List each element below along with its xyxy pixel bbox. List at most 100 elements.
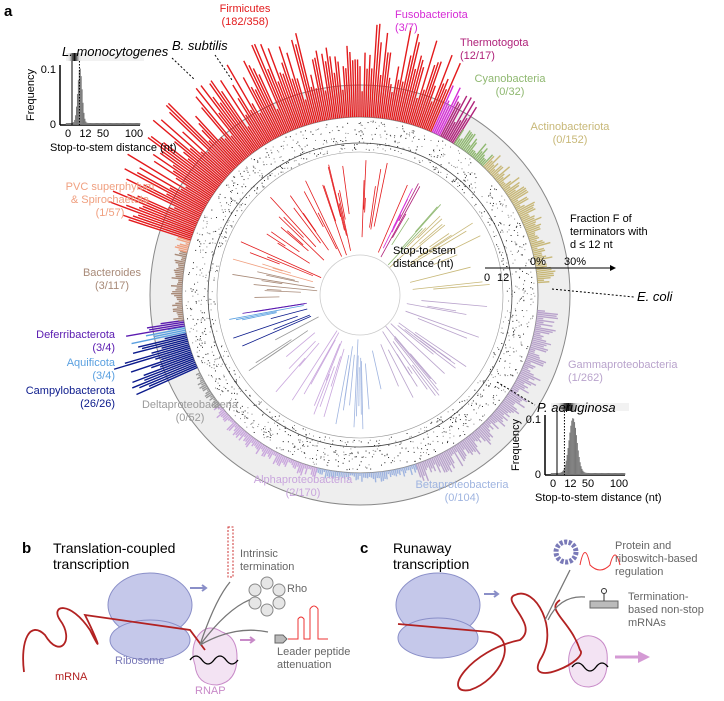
distance-heat-strip — [103, 53, 105, 61]
clade-bar — [174, 141, 224, 183]
density-dot — [526, 293, 528, 295]
clade-bar — [407, 66, 425, 124]
tree-branch — [406, 227, 427, 248]
density-dot — [228, 220, 230, 222]
clade-bar — [176, 238, 190, 244]
clade-bar — [436, 87, 461, 136]
density-dot — [302, 445, 304, 447]
density-dot — [262, 161, 264, 163]
clade-bar — [208, 140, 236, 169]
histogram-bar — [77, 80, 79, 125]
density-dot — [202, 333, 204, 335]
clade-bar — [513, 196, 528, 206]
histogram-bar — [616, 473, 618, 475]
density-dot — [451, 180, 453, 182]
clade-bar — [441, 103, 461, 138]
density-dot — [341, 145, 343, 147]
clade-bar — [319, 468, 322, 475]
density-dot — [477, 393, 479, 395]
density-dot — [201, 272, 203, 274]
density-dot — [396, 127, 398, 129]
histogram-bar — [552, 472, 554, 475]
density-dot — [272, 146, 274, 148]
density-dot — [346, 444, 348, 446]
density-dot — [247, 417, 249, 419]
dna-helix — [571, 662, 609, 672]
density-dot — [312, 461, 314, 463]
clade-bar — [275, 453, 281, 463]
density-dot — [378, 443, 380, 445]
inner-tick: 0 — [484, 272, 490, 284]
density-dot — [372, 449, 374, 451]
tree-branch — [393, 338, 440, 396]
density-dot — [469, 173, 471, 175]
density-dot — [506, 231, 508, 233]
tree-branch — [285, 332, 316, 357]
density-dot — [353, 144, 355, 146]
density-dot — [467, 179, 469, 181]
clade-count: (3/4) — [92, 370, 115, 382]
clade-bar — [511, 387, 519, 393]
density-dot — [211, 346, 213, 348]
density-dot — [214, 370, 216, 372]
clade-bar — [401, 467, 406, 477]
clade-bar — [139, 167, 207, 207]
clade-bar — [185, 242, 190, 246]
density-dot — [385, 145, 387, 147]
density-dot — [430, 422, 432, 424]
clade-bar — [479, 425, 491, 438]
histogram-bar — [580, 466, 582, 475]
clade-bar — [379, 471, 383, 482]
density-dot — [323, 456, 325, 458]
clade-count: (3/4) — [92, 342, 115, 354]
histogram-bar — [88, 122, 90, 125]
density-dot — [323, 139, 325, 141]
density-dot — [427, 443, 429, 445]
clade-bar — [410, 40, 438, 125]
density-dot — [361, 456, 363, 458]
clade-bar — [354, 59, 357, 118]
density-dot — [492, 366, 494, 368]
density-dot — [222, 237, 224, 239]
clade-bar — [169, 111, 233, 173]
density-dot — [234, 182, 236, 184]
density-dot — [483, 211, 485, 213]
density-dot — [524, 249, 526, 251]
clade-bar — [165, 104, 234, 171]
clade-bar — [187, 158, 221, 185]
histogram-bar — [561, 472, 563, 475]
density-dot — [214, 242, 216, 244]
density-dot — [466, 425, 468, 427]
density-dot — [468, 419, 470, 421]
clade-bar — [290, 459, 293, 464]
density-dot — [439, 156, 441, 158]
density-dot — [195, 302, 197, 304]
clade-bar — [127, 153, 209, 204]
clade-count: (2/170) — [286, 487, 321, 499]
density-dot — [420, 451, 422, 453]
density-dot — [401, 447, 403, 449]
density-dot — [202, 317, 204, 319]
density-dot — [249, 174, 251, 176]
density-dot — [496, 244, 498, 246]
histogram-bar — [114, 123, 116, 125]
tree-branch — [408, 230, 467, 266]
arrow-head-icon — [610, 265, 616, 271]
density-dot — [192, 342, 194, 344]
density-dot — [261, 414, 263, 416]
density-dot — [468, 185, 470, 187]
density-dot — [532, 315, 534, 317]
density-dot — [394, 141, 396, 143]
density-dot — [301, 149, 303, 151]
clade-bar — [532, 249, 546, 254]
density-dot — [363, 456, 365, 458]
density-dot — [433, 151, 435, 153]
density-dot — [367, 122, 369, 124]
density-dot — [447, 411, 449, 413]
density-dot — [221, 346, 223, 348]
density-dot — [200, 310, 202, 312]
density-dot — [481, 395, 483, 397]
density-dot — [270, 163, 272, 165]
density-dot — [280, 156, 282, 158]
